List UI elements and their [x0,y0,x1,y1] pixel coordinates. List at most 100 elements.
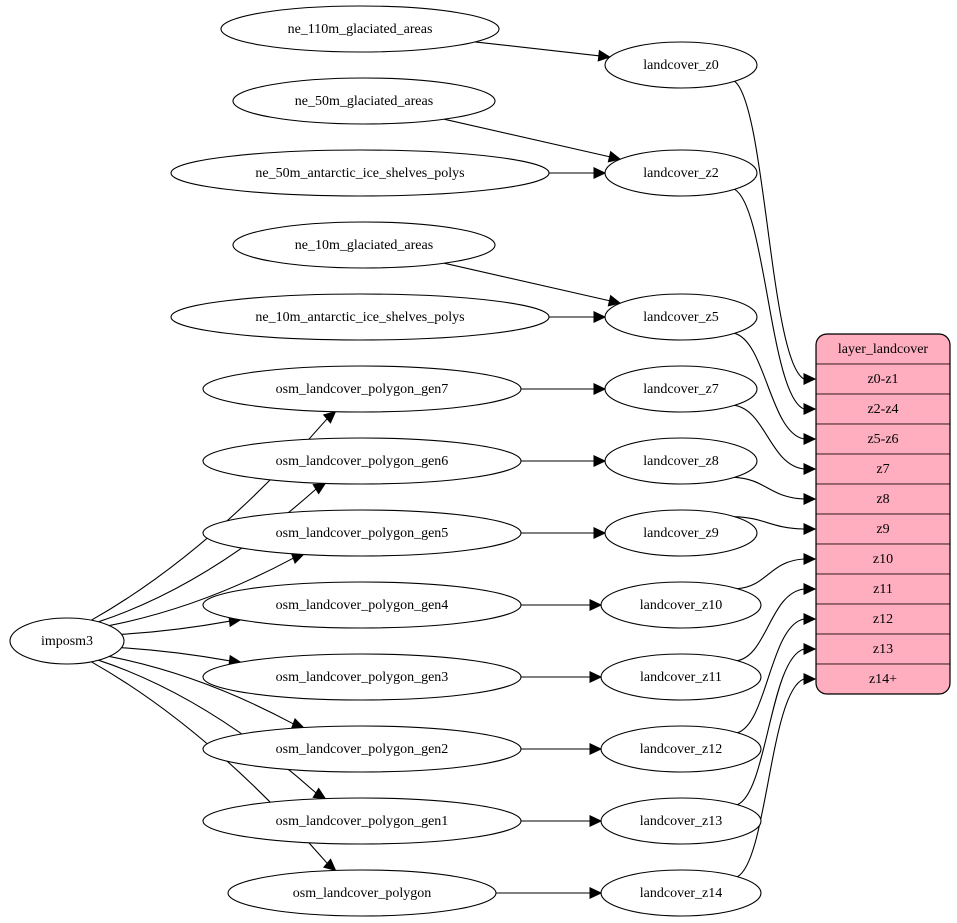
edge-line [109,557,294,627]
edge-arrowhead [589,743,603,755]
node-osm-landcover-polygon-gen6[interactable]: osm_landcover_polygon_gen6 [202,437,522,485]
node-label: osm_landcover_polygon_gen2 [276,742,449,757]
node-label: ne_110m_glaciated_areas [288,22,433,37]
node-label: imposm3 [41,634,93,649]
edge-arrowhead-table [803,553,817,565]
node-label: osm_landcover_polygon_gen4 [276,598,449,613]
edge-to-table [734,404,805,470]
table-row-cell[interactable] [816,543,950,575]
edge-arrowhead [593,455,607,467]
table-row-cell[interactable] [816,603,950,635]
node-shape [170,149,550,197]
node-landcover-z9[interactable]: landcover_z9 [604,509,758,557]
node-osm-landcover-polygon-gen3[interactable]: osm_landcover_polygon_gen3 [202,653,522,701]
table-cells [816,334,950,694]
edge-arrowhead-table [803,583,817,595]
node-shape [202,581,522,629]
node-osm-landcover-polygon-gen7[interactable]: osm_landcover_polygon_gen7 [202,365,522,413]
node-label: osm_landcover_polygon_gen1 [276,814,449,829]
node-shape [604,149,758,197]
node-landcover-z14[interactable]: landcover_z14 [600,869,762,917]
edge-to-table [734,332,805,440]
edge-arrowhead-table [803,433,817,445]
node-label: ne_50m_glaciated_areas [295,94,433,109]
node-shape [202,797,522,845]
node-label: landcover_z14 [640,886,722,901]
table-row-cell[interactable] [816,393,950,425]
node-shape [202,653,522,701]
node-landcover-z13[interactable]: landcover_z13 [600,797,762,845]
node-shape [600,581,762,629]
node-landcover-z12[interactable]: landcover_z12 [600,725,762,773]
node-ne-50m-antarctic-ice-shelves-polys[interactable]: ne_50m_antarctic_ice_shelves_polys [170,149,550,197]
node-osm-landcover-polygon-gen2[interactable]: osm_landcover_polygon_gen2 [202,725,522,773]
node-landcover-z8[interactable]: landcover_z8 [604,437,758,485]
node-shape [600,869,762,917]
table-row-label: z8 [876,492,889,507]
node-ne-110m-glaciated-areas[interactable]: ne_110m_glaciated_areas [220,5,500,53]
edge-arrowhead [322,410,337,424]
edge-arrowhead [607,294,622,307]
node-osm-landcover-polygon[interactable]: osm_landcover_polygon [227,869,497,917]
node-landcover-z7[interactable]: landcover_z7 [604,365,758,413]
edge-arrowhead [322,858,337,872]
edge-line [121,620,230,635]
edge-arrowhead [593,311,607,323]
node-label: landcover_z10 [640,598,722,613]
edge-arrowhead [593,383,607,395]
node-landcover-z11[interactable]: landcover_z11 [600,653,762,701]
node-label: landcover_z0 [643,58,718,73]
node-shape [600,725,762,773]
node-label: osm_landcover_polygon_gen5 [276,526,449,541]
node-label: osm_landcover_polygon_gen6 [276,454,449,469]
edge-arrowhead-table [803,673,817,685]
table-row-cell[interactable] [816,483,950,515]
node-label: landcover_z12 [640,742,722,757]
node-osm-landcover-polygon-gen5[interactable]: osm_landcover_polygon_gen5 [202,509,522,557]
edge-arrowhead [589,599,603,611]
table-row-label: z14+ [869,672,897,687]
edge-arrowhead-table [803,643,817,655]
table-row-label: z5-z6 [867,432,898,447]
table-header-label: layer_landcover [838,342,929,357]
table-row-label: z12 [873,612,893,627]
table-row-cell[interactable] [816,363,950,395]
node-shape [232,77,496,125]
node-label: landcover_z11 [640,670,722,685]
node-label: osm_landcover_polygon [293,886,431,901]
node-shape [220,5,500,53]
node-shape [170,293,550,341]
edge-arrowhead [312,787,327,800]
edge-arrowhead [593,167,607,179]
edge-arrowhead [589,671,603,683]
node-shape [604,437,758,485]
node-label: landcover_z13 [640,814,722,829]
edge-arrowhead-table [803,523,817,535]
node-landcover-z10[interactable]: landcover_z10 [600,581,762,629]
node-ne-50m-glaciated-areas[interactable]: ne_50m_glaciated_areas [232,77,496,125]
node-landcover-z2[interactable]: landcover_z2 [604,149,758,197]
nodes-layer: imposm3 ne_110m_glaciated_areas ne_50m_gla… [9,5,762,917]
node-osm-landcover-polygon-gen1[interactable]: osm_landcover_polygon_gen1 [202,797,522,845]
edge-to-table [734,516,805,530]
edge-to-table [734,188,805,410]
node-landcover-z5[interactable]: landcover_z5 [604,293,758,341]
node-landcover-z0[interactable]: landcover_z0 [604,41,758,89]
node-shape [9,617,125,665]
table-row-cell[interactable] [816,663,950,694]
node-imposm3[interactable]: imposm3 [9,617,125,665]
node-ne-10m-antarctic-ice-shelves-polys[interactable]: ne_10m_antarctic_ice_shelves_polys [170,293,550,341]
edge-arrowhead [607,150,622,163]
table-row-label: z10 [873,552,893,567]
edge-arrowhead-table [803,463,817,475]
table-row-label: z0-z1 [867,372,898,387]
edge-arrowhead-table [803,493,817,505]
table-row-label: z13 [873,642,893,657]
node-osm-landcover-polygon-gen4[interactable]: osm_landcover_polygon_gen4 [202,581,522,629]
node-shape [604,509,758,557]
node-ne-10m-glaciated-areas[interactable]: ne_10m_glaciated_areas [232,221,496,269]
node-label: landcover_z7 [643,382,718,397]
node-label: landcover_z2 [643,166,718,181]
